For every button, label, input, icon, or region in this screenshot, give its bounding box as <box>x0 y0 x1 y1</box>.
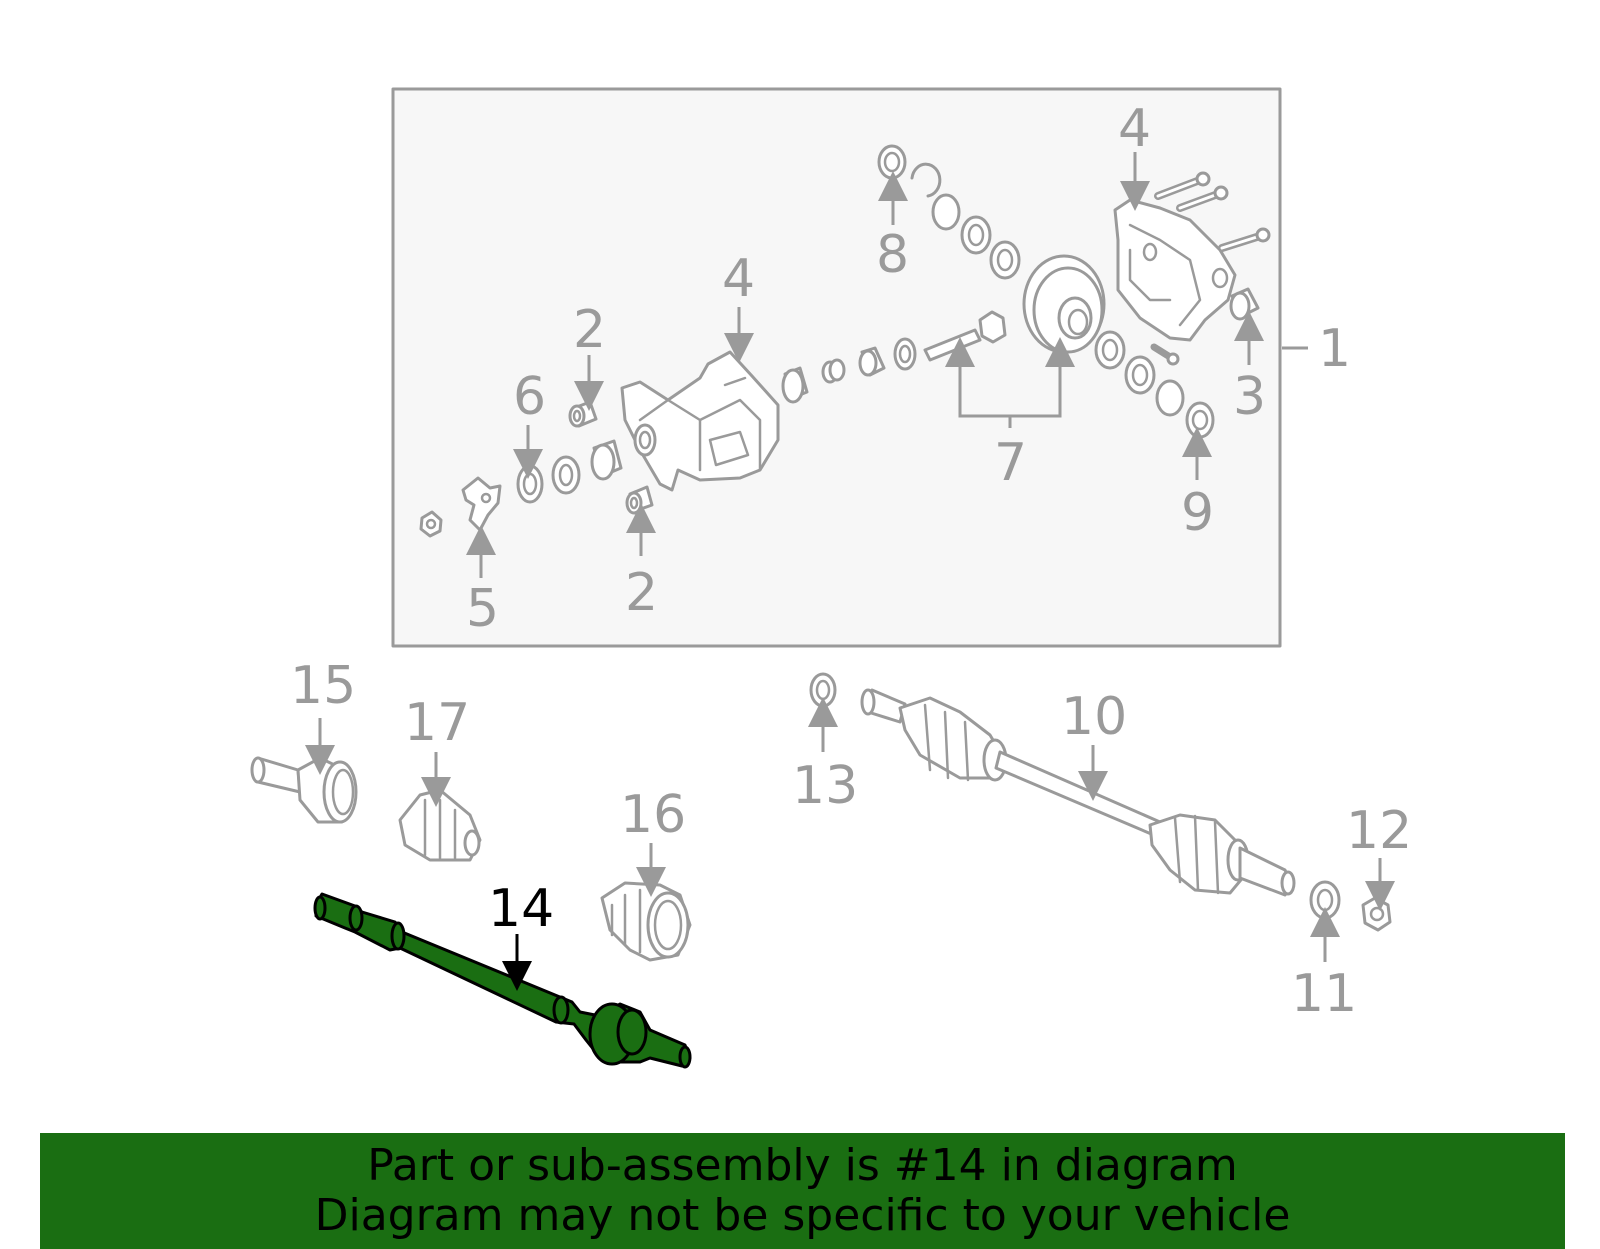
part-8-washers[interactable] <box>877 144 1021 280</box>
callout-15: 15 <box>290 656 356 716</box>
callout-5: 5 <box>466 579 499 639</box>
part-5-bracket[interactable] <box>419 476 502 538</box>
callout-11: 11 <box>1291 964 1357 1024</box>
callout-1: 1 <box>1318 319 1351 379</box>
part-11-washer[interactable] <box>1309 880 1341 920</box>
callout-10: 10 <box>1061 687 1127 747</box>
part-7-bearings[interactable] <box>781 337 917 404</box>
part-7-ring-gear[interactable] <box>1022 254 1106 354</box>
callout-14: 14 <box>488 879 554 939</box>
callout-2-lower: 2 <box>625 563 658 623</box>
callout-16: 16 <box>620 785 686 845</box>
part-4-housing-rear[interactable] <box>1113 198 1237 342</box>
part-16-boot[interactable] <box>600 881 692 962</box>
callout-17: 17 <box>404 693 470 753</box>
callout-4-front: 4 <box>722 249 755 309</box>
callout-3: 3 <box>1233 367 1266 427</box>
footer-line-part: Part or sub-assembly is #14 in diagram <box>367 1140 1238 1191</box>
callout-labels: 1 2 2 3 4 4 5 6 7 8 9 10 11 12 13 14 15 … <box>290 99 1412 1024</box>
footer-line-disclaimer: Diagram may not be specific to your vehi… <box>314 1190 1291 1241</box>
callout-12: 12 <box>1346 801 1412 861</box>
footer-banner: Part or sub-assembly is #14 in diagram D… <box>40 1133 1565 1249</box>
leader-arrows <box>305 152 1395 991</box>
part-15-cv-joint[interactable] <box>250 756 358 824</box>
part-4-housing-front[interactable] <box>620 350 780 492</box>
callout-7: 7 <box>994 433 1027 493</box>
part-12-nut[interactable] <box>1361 896 1392 932</box>
callout-2-upper: 2 <box>573 300 606 360</box>
callout-13: 13 <box>792 756 858 816</box>
callout-8: 8 <box>876 225 909 285</box>
part-17-boot[interactable] <box>398 788 482 862</box>
callout-9: 9 <box>1181 483 1214 543</box>
callout-4-rear: 4 <box>1118 99 1151 159</box>
part-4-bolts[interactable] <box>1150 171 1271 366</box>
callout-6: 6 <box>513 367 546 427</box>
part-13-washer[interactable] <box>809 672 837 708</box>
